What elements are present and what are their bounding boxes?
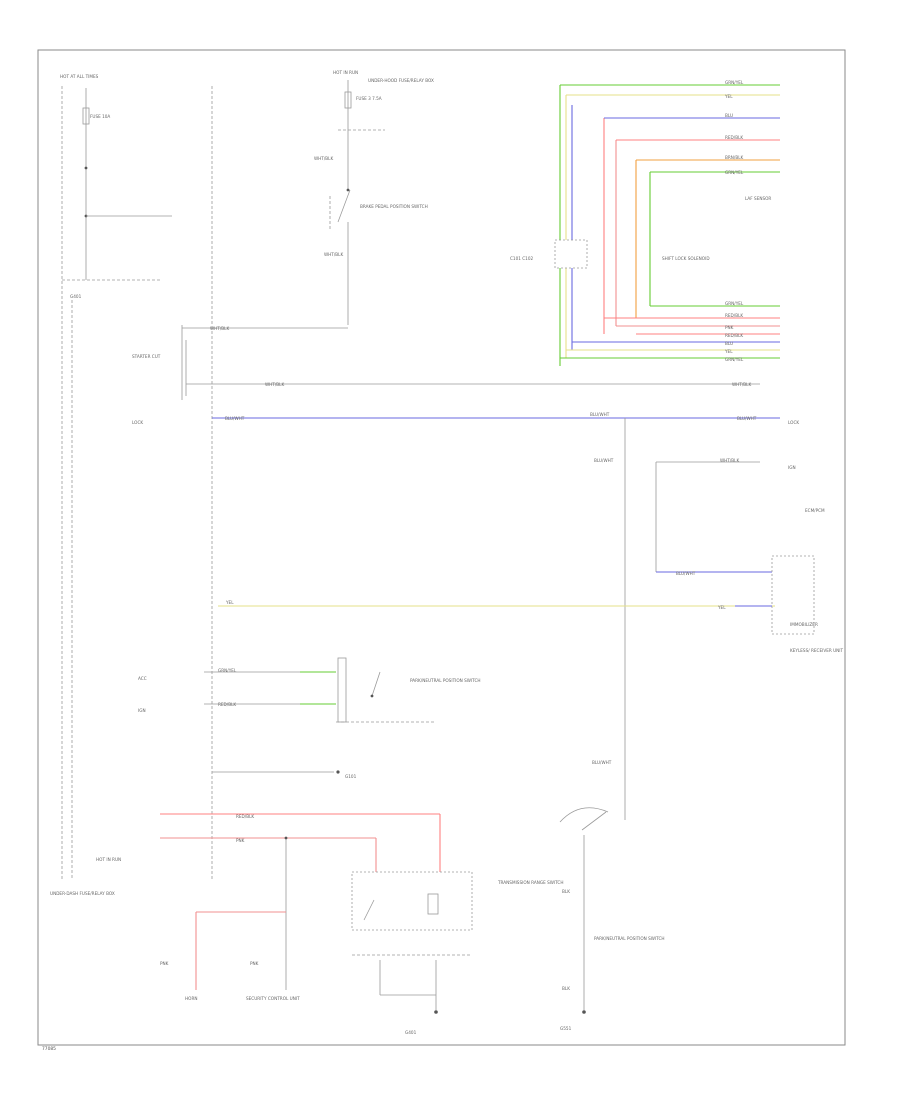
label-blu-wht-2: BLU/WHT [590,412,610,417]
label-wht-blk-4: WHT/BLK [265,382,284,387]
label-park-neutral-2: PARK/NEUTRAL POSITION SWITCH [594,936,665,941]
label-grn-yel-2: GRN/YEL [725,170,744,175]
top-fuse-branch: HOT IN RUN FUSE 3 7.5A UNDER-HOOD FUSE/R… [314,70,434,325]
label-yel-3: YEL [225,600,234,605]
label-pnk-4: PNK [250,961,259,966]
label-pnk-3: PNK [160,961,169,966]
footer-code: 77085 [42,1046,56,1052]
label-blu-wht-1: BLU/WHT [225,416,245,421]
label-under-dash-box: UNDER-DASH FUSE/RELAY BOX [50,891,115,896]
label-hot-at-all-times: HOT AT ALL TIMES [60,74,99,79]
laf-sensor-harness: C101 C102 SHIFT LOCK SOLENOID LAF SENSOR… [510,80,780,366]
label-red-blk-2: RED/BLK [725,313,743,318]
label-lock-right: LOCK [788,420,799,425]
label-blu-wht-3: BLU/WHT [737,416,757,421]
label-tps: TRANSMISSION RANGE SWITCH [497,880,564,885]
acc-ign-switch: ACC IGN GRN/YEL RED/BLK PARK/NEUTRAL POS… [138,657,481,723]
label-red-blk-1: RED/BLK [725,135,743,140]
label-hot-in-run-top: HOT IN RUN [333,70,358,75]
transmission-switch-area: BLU/WHT G551 BLK BLK PARK/NEUTRAL POSITI… [559,760,665,1031]
label-starter-cut: STARTER CUT [132,354,161,359]
label-underhood-box: UNDER-HOOD FUSE/RELAY BOX [368,78,434,83]
label-ign: IGN [788,465,796,470]
label-grn-yel-5: GRN/YEL [218,668,237,673]
label-g401: G401 [70,294,82,299]
label-red-blk-3: RED/BLK [725,333,743,338]
label-lh-sensor: LAF SENSOR [745,196,771,201]
label-pnk-1: PNK [725,325,734,330]
label-brn-blk-1: BRN/BLK [725,155,744,160]
label-yel-1: YEL [724,94,733,99]
label-grn-yel-1: GRN/YEL [725,80,744,85]
label-horn: HORN [185,996,198,1001]
label-blu-1: BLU [725,113,733,118]
label-red-blk-4: RED/BLK [218,702,236,707]
label-immobilizer: IMMOBILIZER [790,622,818,627]
label-hot-in-run: HOT IN RUN [96,857,121,862]
label-blk-2: BLK [562,986,570,991]
label-acc: ACC [138,676,147,681]
shift-lock-area: BLU/WHT WHT/BLK IGN ECM/PCM BLU/WHT YEL … [218,418,844,820]
left-power-feed: HOT AT ALL TIMES FUSE 10A G401 UNDER-DAS… [50,74,213,896]
label-blu-wht-6: BLU/WHT [592,760,612,765]
label-blu-wht-5: BLU/WHT [676,571,696,576]
label-pnk-2: PNK [236,838,245,843]
label-shift-lock-pcm: SHIFT LOCK SOLENOID [662,256,710,261]
label-red-blk-5: RED/BLK [236,814,254,819]
label-wht-blk-2: WHT/BLK [324,252,343,257]
label-wht-blk-3: WHT/BLK [210,326,229,331]
label-blu-wht-4: BLU/WHT [594,458,614,463]
label-security-control: SECURITY CONTROL UNIT [246,996,300,1001]
label-keyless-unit: KEYLESS/ RECEIVER UNIT [790,648,844,653]
label-wht-blk-1: WHT/BLK [314,156,333,161]
label-ign-left: IGN [138,708,146,713]
label-column-connectors: C101 C102 [510,256,533,261]
label-park-brake-switch: BRAKE PEDAL POSITION SWITCH [360,204,428,209]
label-ground-g101: G101 [345,774,357,779]
label-yel-2: YEL [724,349,733,354]
label-wht-blk-5: WHT/BLK [732,382,751,387]
label-grn-yel-3: GRN/YEL [725,301,744,306]
label-blu-2: BLU [725,341,733,346]
label-wht-blk-6: WHT/BLK [720,458,739,463]
label-fuse-left: FUSE 10A [90,114,110,119]
label-fuse-top: FUSE 3 7.5A [356,96,382,101]
ignition-switch-area: STARTER CUT WHT/BLK WHT/BLK WHT/BLK LOCK… [132,325,799,425]
label-blk-1: BLK [562,889,570,894]
label-grn-yel-4: GRN/YEL [725,357,744,362]
lower-security-area: G101 RED/BLK PNK PNK PNK HORN SECURITY C… [160,770,564,1035]
label-yel-4: YEL [717,605,726,610]
label-ecm: ECM/PCM [805,508,825,513]
label-ground-g401: G401 [405,1030,417,1035]
label-ground-g551: G551 [560,1026,572,1031]
label-park-neutral: PARK/NEUTRAL POSITION SWITCH [410,678,481,683]
label-lock: LOCK [132,420,143,425]
diagram-frame [37,49,846,1046]
